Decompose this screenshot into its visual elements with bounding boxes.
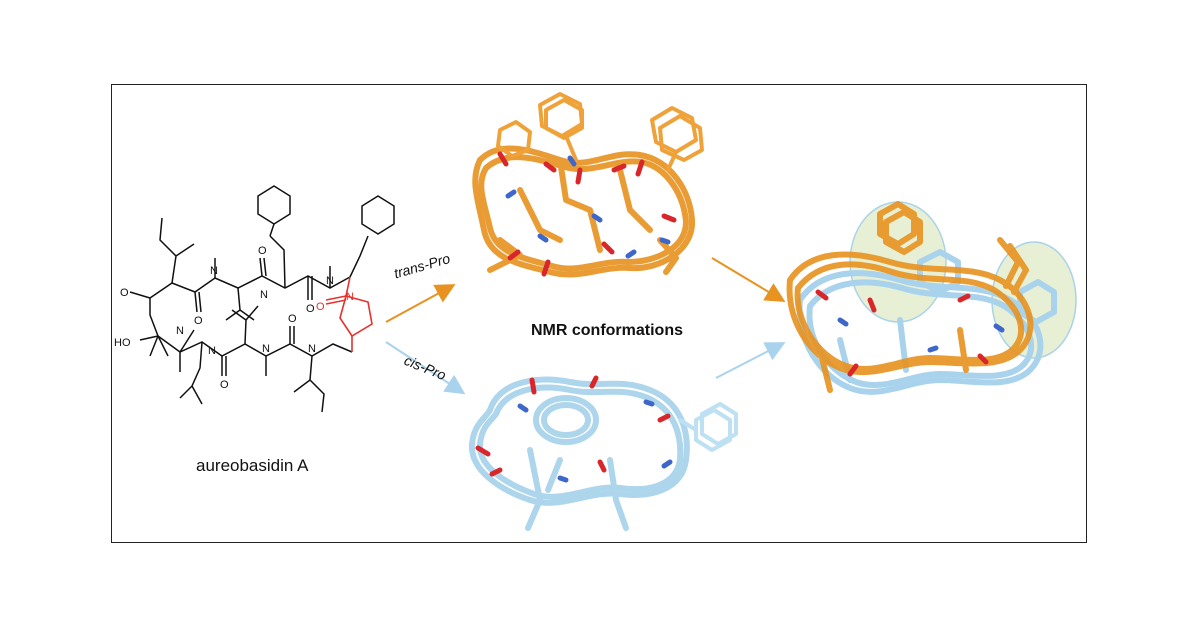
atom-label-proline-n: N (346, 291, 354, 303)
trans-pro-arrow (385, 284, 456, 323)
atom-label-o1: O (120, 287, 129, 299)
atom-label-o5: O (220, 379, 229, 391)
cis-ensemble (468, 375, 738, 531)
atom-label-n1: N (210, 265, 218, 277)
atom-label-o4: O (306, 303, 315, 315)
atom-label-n2: N (260, 289, 268, 301)
proline-residue (325, 276, 373, 352)
trans-to-overlay-arrow (711, 257, 786, 303)
atom-label-n6: N (262, 343, 270, 355)
atom-label-o6: O (288, 313, 297, 325)
atom-label-proline-o: O (316, 301, 325, 313)
lower-backbone (157, 335, 353, 357)
atom-label-hydroxyl: HO (114, 337, 131, 349)
overlay-ensemble (786, 201, 1077, 395)
atom-label-n5: N (208, 345, 216, 357)
atom-label-n4: N (176, 325, 184, 337)
atom-label-n7: N (308, 343, 316, 355)
molecule-name-label: aureobasidin A (196, 456, 309, 475)
chemical-structure (129, 185, 395, 413)
cis-to-overlay-arrow (715, 342, 786, 379)
trans-ensemble (472, 92, 704, 278)
atom-label-o2: O (194, 315, 203, 327)
atom-label-n3: N (326, 275, 334, 287)
upper-backbone (149, 275, 351, 299)
nmr-conformations-title: NMR conformations (531, 322, 683, 339)
atom-label-o3: O (258, 245, 267, 257)
cis-pro-arrow (385, 341, 466, 395)
